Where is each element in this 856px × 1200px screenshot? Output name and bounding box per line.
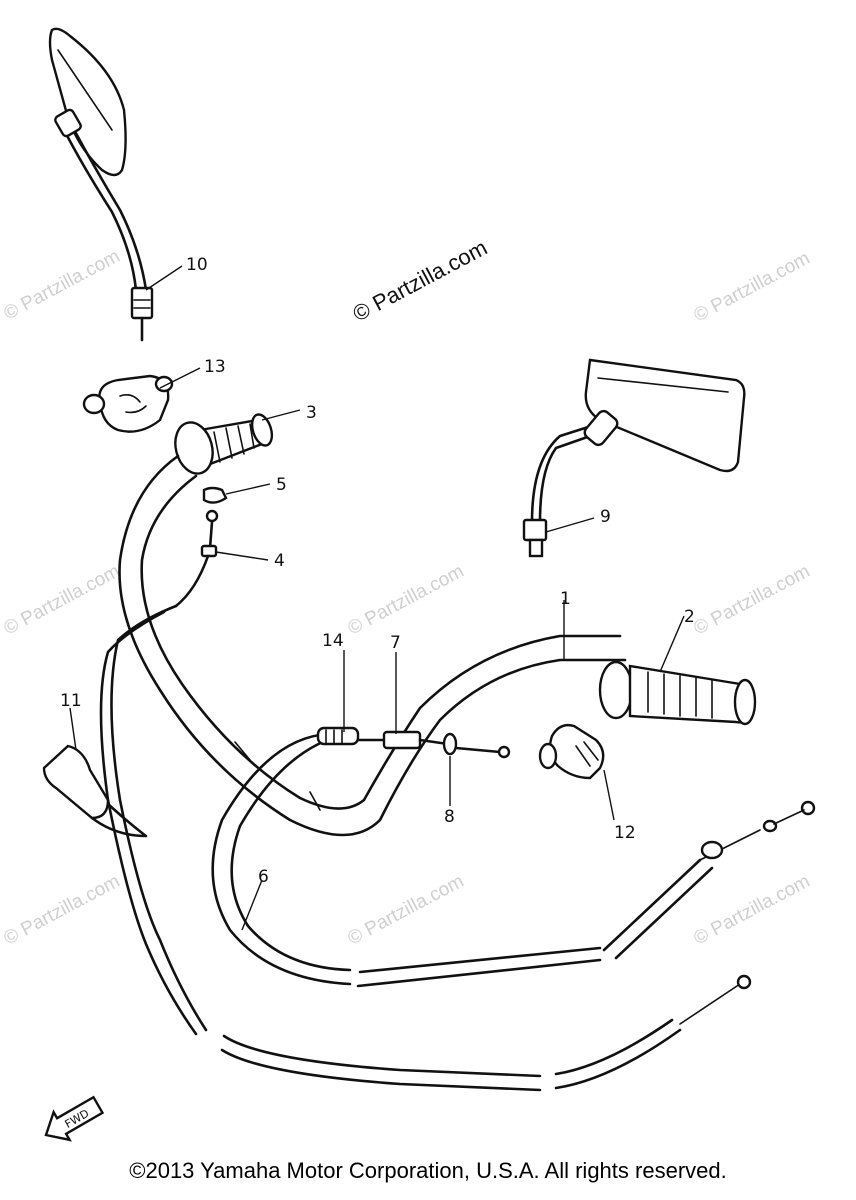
callout-4: 4: [274, 551, 285, 571]
throttle-cable-assembly: [211, 726, 816, 988]
copyright-footer: ©2013 Yamaha Motor Corporation, U.S.A. A…: [129, 1158, 727, 1183]
callout-7: 7: [390, 633, 401, 653]
callout-14: 14: [322, 631, 344, 651]
watermark-right-2: © Partzilla.com: [690, 561, 813, 640]
callout-8: 8: [444, 807, 455, 827]
watermark-center-3: © Partzilla.com: [344, 871, 467, 950]
left-switch: [82, 374, 174, 433]
watermark-right-1: © Partzilla.com: [690, 248, 813, 327]
left-mirror: [48, 27, 154, 342]
lever-holder-and-cable-end: [174, 486, 228, 608]
callout-12: 12: [614, 823, 636, 843]
callout-1: 1: [560, 589, 571, 609]
callout-13: 13: [204, 357, 226, 377]
watermark-center-2: © Partzilla.com: [344, 561, 467, 640]
right-mirror: [522, 358, 746, 558]
callout-2: 2: [684, 607, 695, 627]
right-switch: [538, 723, 605, 780]
watermark-left-3: © Partzilla.com: [0, 871, 123, 950]
watermark-left-2: © Partzilla.com: [0, 561, 123, 640]
callout-labels: 10 13 3 5 4 1 2 9 14 7 8 12 6 11: [60, 255, 695, 887]
watermark-left-1: © Partzilla.com: [0, 246, 123, 325]
clutch-cable: [99, 604, 752, 1092]
callout-11: 11: [60, 691, 82, 711]
callout-5: 5: [276, 475, 287, 495]
left-grip: [174, 413, 274, 475]
right-grip: [598, 660, 757, 726]
watermark-group: © Partzilla.com © Partzilla.com © Partzi…: [0, 235, 813, 950]
callout-3: 3: [306, 403, 317, 423]
callout-6: 6: [258, 867, 269, 887]
forward-arrow-icon: FWD: [44, 1095, 105, 1142]
handlebar: [118, 454, 627, 837]
callout-9: 9: [600, 507, 611, 527]
watermark-right-3: © Partzilla.com: [690, 871, 813, 950]
leader-lines: [69, 265, 685, 931]
watermark-main: © Partzilla.com: [349, 235, 492, 327]
clutch-lever: [42, 744, 148, 838]
callout-10: 10: [186, 255, 208, 275]
